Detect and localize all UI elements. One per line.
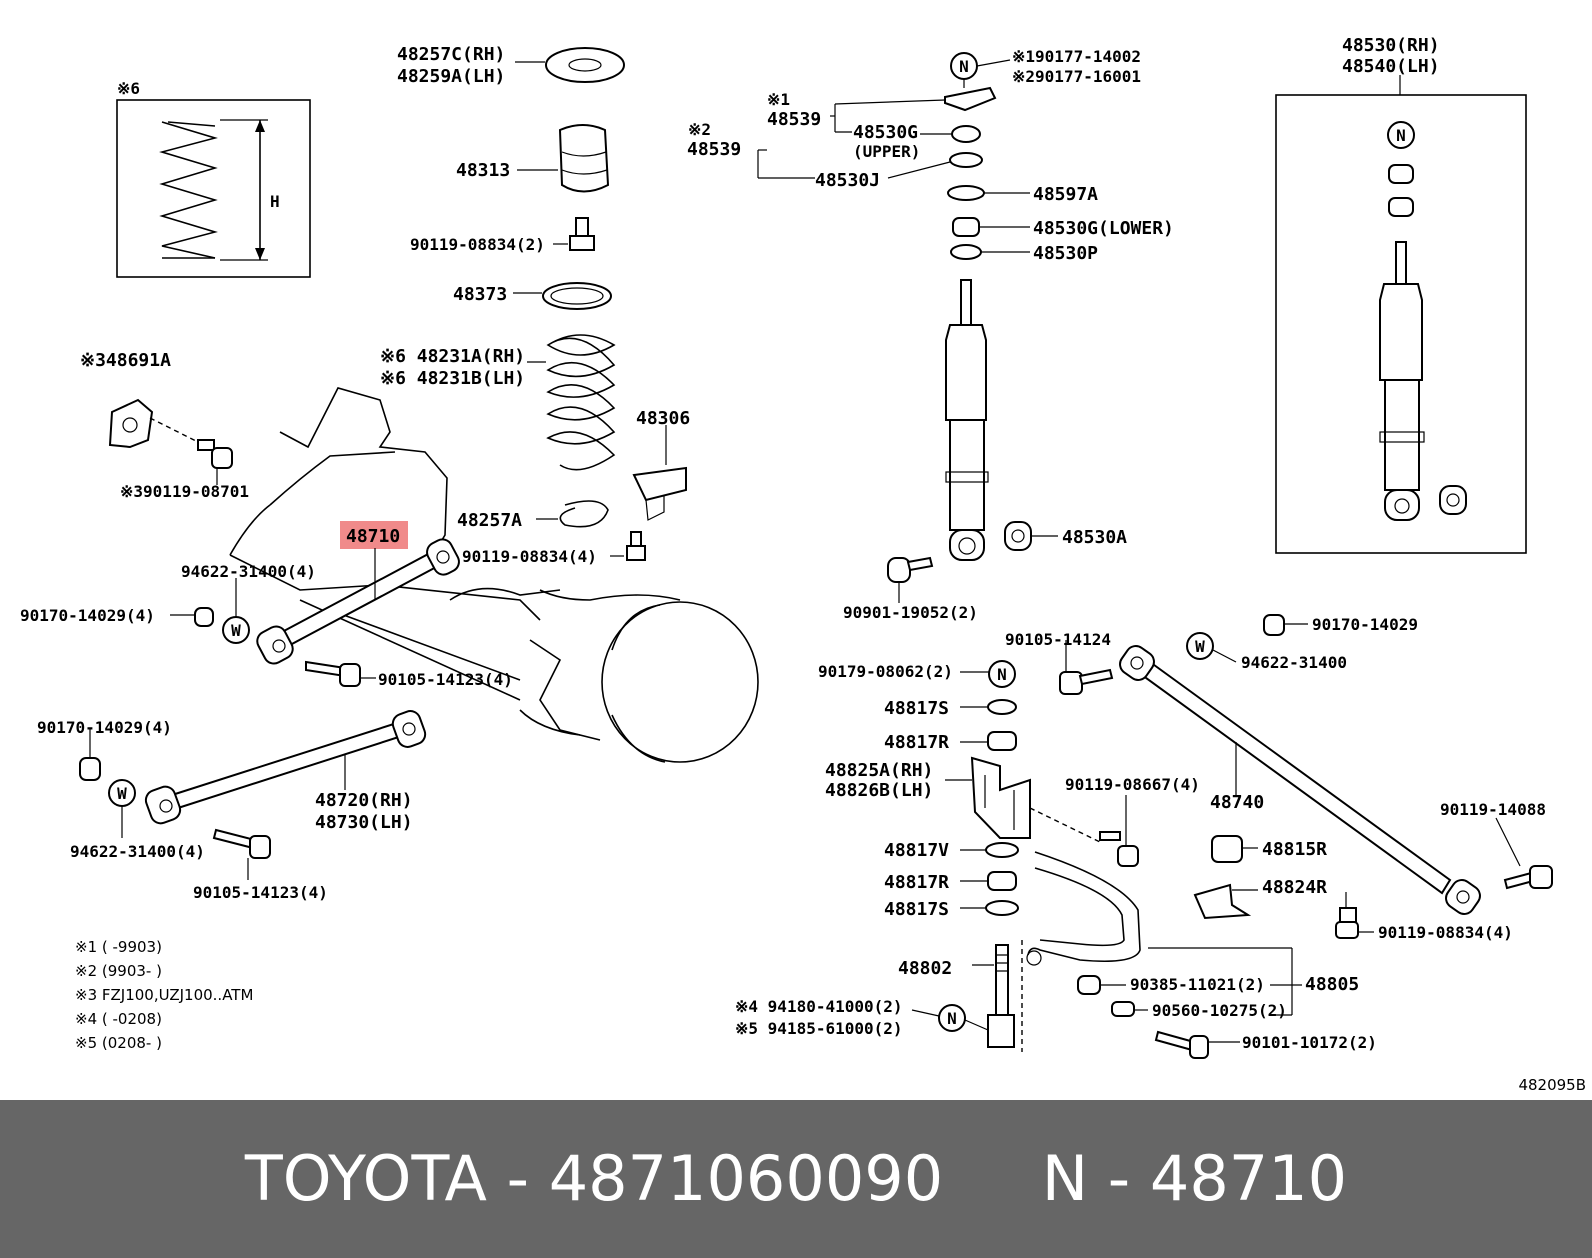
label-48817s-b: 48817S (884, 899, 949, 920)
label-94185-61000: ※5 94185-61000(2) (735, 1019, 903, 1038)
footnote-1: ※1 ( -9903) (75, 938, 162, 956)
label-48530p: 48530P (1033, 243, 1098, 264)
highlight-box (340, 521, 408, 549)
label-48825a: 48825A(RH) (825, 760, 933, 781)
label-48802: 48802 (898, 958, 952, 979)
label-48313: 48313 (456, 160, 510, 181)
label-48826b: 48826B(LH) (825, 780, 933, 801)
label-94622-31400-b: 94622-31400(4) (70, 842, 205, 861)
label-48530g-lower: 48530G(LOWER) (1033, 218, 1174, 239)
nut-mark-n-b: N (997, 665, 1007, 684)
label-48306: 48306 (636, 408, 690, 429)
spring-height-label: H (270, 192, 280, 211)
label-48817r-a: 48817R (884, 732, 949, 753)
lateral-rod-48740: W (1059, 614, 1553, 939)
stabilizer-area: N N (911, 660, 1302, 1059)
label-90105-14124: 90105-14124 (1005, 630, 1111, 649)
spring-box-mark: ※6 (117, 79, 140, 98)
label-48540-lh: 48540(LH) (1342, 56, 1440, 77)
shock-mount-parts: N (757, 52, 1030, 260)
footnote-5: ※5 (0208- ) (75, 1034, 162, 1052)
label-48817v: 48817V (884, 840, 949, 861)
nut-mark-n-c: N (947, 1009, 957, 1028)
diagram-code: 482095B (1518, 1076, 1586, 1094)
label-48824r: 48824R (1262, 877, 1327, 898)
label-90385-11021: 90385-11021(2) (1130, 975, 1265, 994)
shock-absorber-box: N (1275, 75, 1527, 554)
label-48597a: 48597A (1033, 184, 1098, 205)
bracket-48691a (108, 398, 233, 485)
footer-title: TOYOTA - 4871060090 N - 48710 (244, 1142, 1348, 1215)
spring-detail-box: ※6 H (116, 79, 311, 278)
label-90119-08701: ※390119-08701 (120, 482, 249, 501)
washer-mark-w-c: W (1195, 637, 1205, 656)
label-94180-41000: ※4 94180-41000(2) (735, 997, 903, 1016)
label-190177-14002: ※190177-14002 (1012, 47, 1141, 66)
mark-1: ※1 (767, 90, 790, 109)
label-48530-rh: 48530(RH) (1342, 35, 1440, 56)
label-48710: 48710 (346, 526, 400, 547)
washer-mark-w-a: W (231, 621, 241, 640)
label-90119-08667: 90119-08667(4) (1065, 775, 1200, 794)
label-90170-14029-b: 90170-14029(4) (37, 718, 172, 737)
nut-mark-n-box: N (1396, 126, 1406, 145)
nut-mark-n-a: N (959, 57, 969, 76)
mark-2: ※2 (688, 120, 711, 139)
label-48539-a: 48539 (767, 109, 821, 130)
label-48805: 48805 (1305, 974, 1359, 995)
label-48373: 48373 (453, 284, 507, 305)
label-90560-10275: 90560-10275(2) (1152, 1001, 1287, 1020)
parts-diagram: ※6 H (20, 35, 1586, 1094)
label-90119-08834-c: 90119-08834(4) (1378, 923, 1513, 942)
label-48539-b: 48539 (687, 139, 741, 160)
spring-stack (513, 47, 687, 561)
label-48257a: 48257A (457, 510, 522, 531)
label-48817r-b: 48817R (884, 872, 949, 893)
label-90179-08062: 90179-08062(2) (818, 662, 953, 681)
upper-control-arm-48710: W (170, 538, 460, 687)
label-48720: 48720(RH) (315, 790, 413, 811)
label-48530j: 48530J (815, 170, 880, 191)
footnote-3: ※3 FZJ100,UZJ100..ATM (75, 986, 253, 1004)
label-90170-14029-c: 90170-14029 (1312, 615, 1418, 634)
label-48740: 48740 (1210, 792, 1264, 813)
label-48815r: 48815R (1262, 839, 1327, 860)
footer-bar: TOYOTA - 4871060090 N - 48710 (0, 1100, 1592, 1258)
lower-control-arm-48720: W (79, 710, 427, 880)
label-290177-16001: ※290177-16001 (1012, 67, 1141, 86)
label-94622-31400-a: 94622-31400(4) (181, 562, 316, 581)
label-48257c: 48257C(RH) (397, 44, 505, 65)
label-48817s-a: 48817S (884, 698, 949, 719)
part-labels: 48257C(RH) 48259A(LH) 48313 90119-08834(… (20, 35, 1546, 1052)
label-48730: 48730(LH) (315, 812, 413, 833)
label-90119-08834-a: 90119-08834(2) (410, 235, 545, 254)
label-90170-14029-a: 90170-14029(4) (20, 606, 155, 625)
diagram-drawing: ※6 H (20, 35, 1586, 1094)
label-48530g-upper: 48530G (853, 122, 918, 143)
label-94622-31400-c: 94622-31400 (1241, 653, 1347, 672)
label-90901-19052: 90901-19052(2) (843, 603, 978, 622)
label-48259a: 48259A(LH) (397, 66, 505, 87)
footnote-2: ※2 (9903- ) (75, 962, 162, 980)
label-90101-10172: 90101-10172(2) (1242, 1033, 1377, 1052)
washer-mark-w-b: W (117, 784, 127, 803)
shock-absorber-center (887, 279, 1058, 603)
label-48231b: ※6 48231B(LH) (380, 368, 525, 389)
footnote-4: ※4 ( -0208) (75, 1010, 162, 1028)
label-90119-08834-b: 90119-08834(4) (462, 547, 597, 566)
label-90105-14123-b: 90105-14123(4) (193, 883, 328, 902)
label-48231a: ※6 48231A(RH) (380, 346, 525, 367)
label-90105-14123-a: 90105-14123(4) (378, 670, 513, 689)
label-48530a: 48530A (1062, 527, 1127, 548)
label-90119-14088: 90119-14088 (1440, 800, 1546, 819)
label-48691a: ※348691A (80, 350, 171, 371)
footnotes: ※1 ( -9903) ※2 (9903- ) ※3 FZJ100,UZJ100… (75, 938, 253, 1052)
label-upper: (UPPER) (853, 142, 920, 161)
